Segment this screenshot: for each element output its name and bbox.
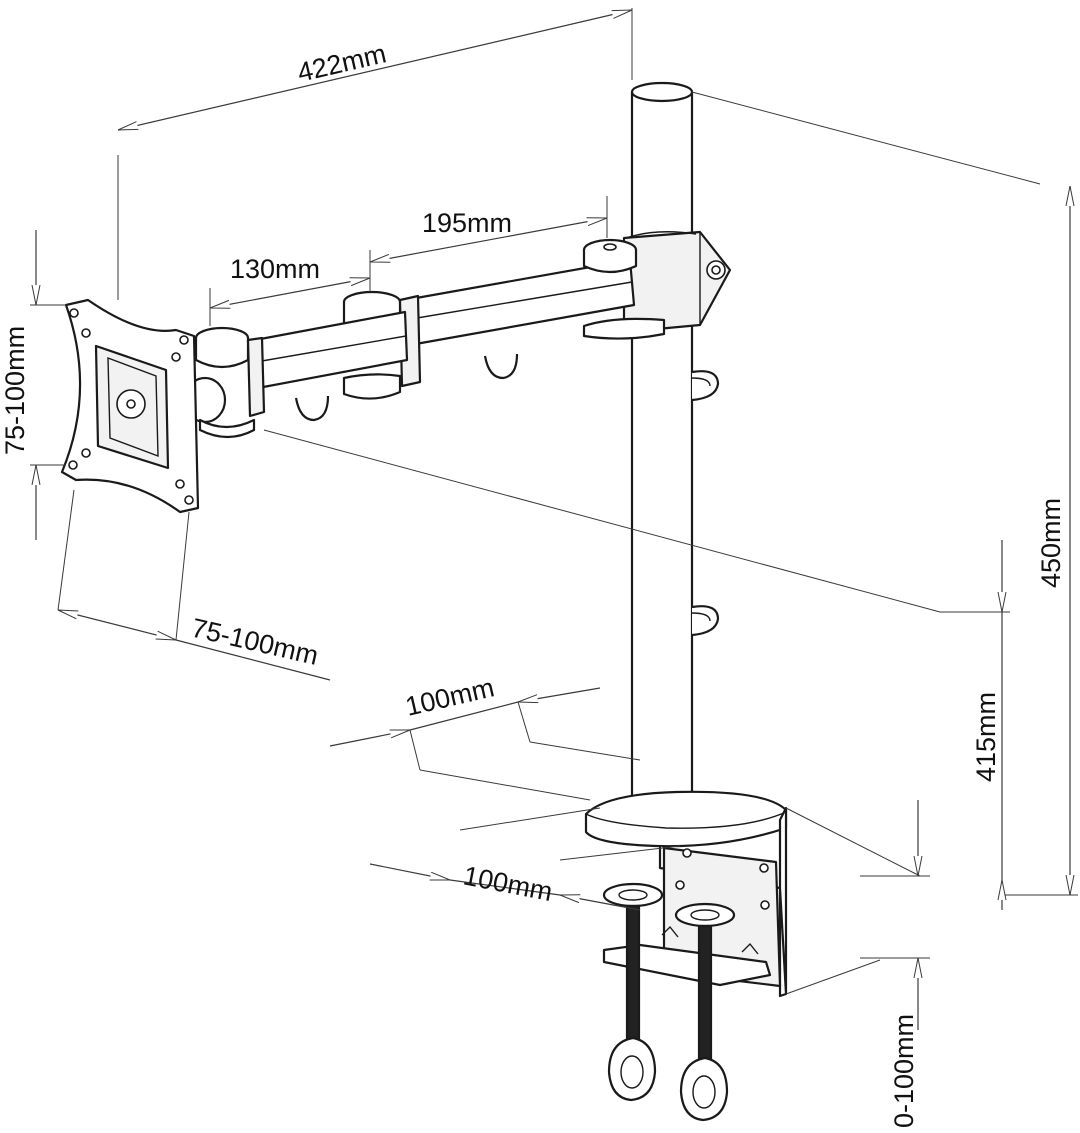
label-vesa-horizontal: 75-100mm <box>189 613 322 671</box>
label-arm-segment-short: 130mm <box>230 254 320 284</box>
label-overall-reach: 422mm <box>295 38 389 87</box>
pole-collar <box>622 230 732 334</box>
label-base-width: 100mm <box>403 672 497 721</box>
clamp-screw-right <box>674 902 736 1122</box>
pole <box>630 81 720 830</box>
label-clamp-range: 0-100mm <box>889 1014 919 1128</box>
label-vesa-vertical: 75-100mm <box>0 326 30 455</box>
label-arm-segment-long: 195mm <box>422 208 512 238</box>
label-pole-height: 450mm <box>1036 498 1066 588</box>
arm-lower-segment <box>253 310 409 422</box>
label-base-depth: 100mm <box>461 860 555 907</box>
dimension-lines <box>30 8 1078 1030</box>
clamp-screw-left <box>602 882 664 1102</box>
vesa-plate <box>60 298 200 514</box>
label-arm-max-height: 415mm <box>971 692 1001 782</box>
